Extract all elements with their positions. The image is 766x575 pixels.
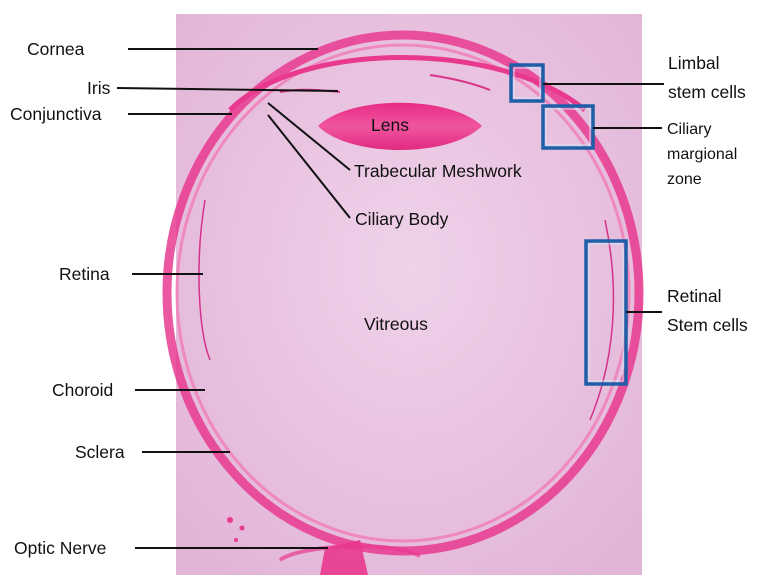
label-ciliary-marginal-zone-line2: margional xyxy=(667,146,737,163)
label-ciliary-marginal-zone-line3: zone xyxy=(667,171,702,188)
label-limbal-stem-cells-line1: Limbal xyxy=(668,53,720,73)
tissue-fragment xyxy=(227,517,233,523)
label-ciliary-body: Ciliary Body xyxy=(355,209,449,229)
label-iris: Iris xyxy=(87,78,111,98)
label-ciliary-marginal-zone-line1: Ciliary xyxy=(667,121,711,138)
label-choroid: Choroid xyxy=(52,380,113,400)
label-retina: Retina xyxy=(59,264,110,284)
tissue-fragment xyxy=(234,538,238,542)
label-vitreous: Vitreous xyxy=(364,314,428,334)
label-lens: Lens xyxy=(371,115,409,135)
label-optic-nerve: Optic Nerve xyxy=(14,538,106,558)
tissue-fragment xyxy=(240,526,245,531)
label-retinal-stem-cells-line1: Retinal xyxy=(667,286,721,306)
label-sclera: Sclera xyxy=(75,442,125,462)
label-trabecular-meshwork: Trabecular Meshwork xyxy=(354,161,522,181)
label-limbal-stem-cells-line2: stem cells xyxy=(668,82,746,102)
label-cornea: Cornea xyxy=(27,39,85,59)
label-conjunctiva: Conjunctiva xyxy=(10,104,102,124)
label-retinal-stem-cells-line2: Stem cells xyxy=(667,315,748,335)
